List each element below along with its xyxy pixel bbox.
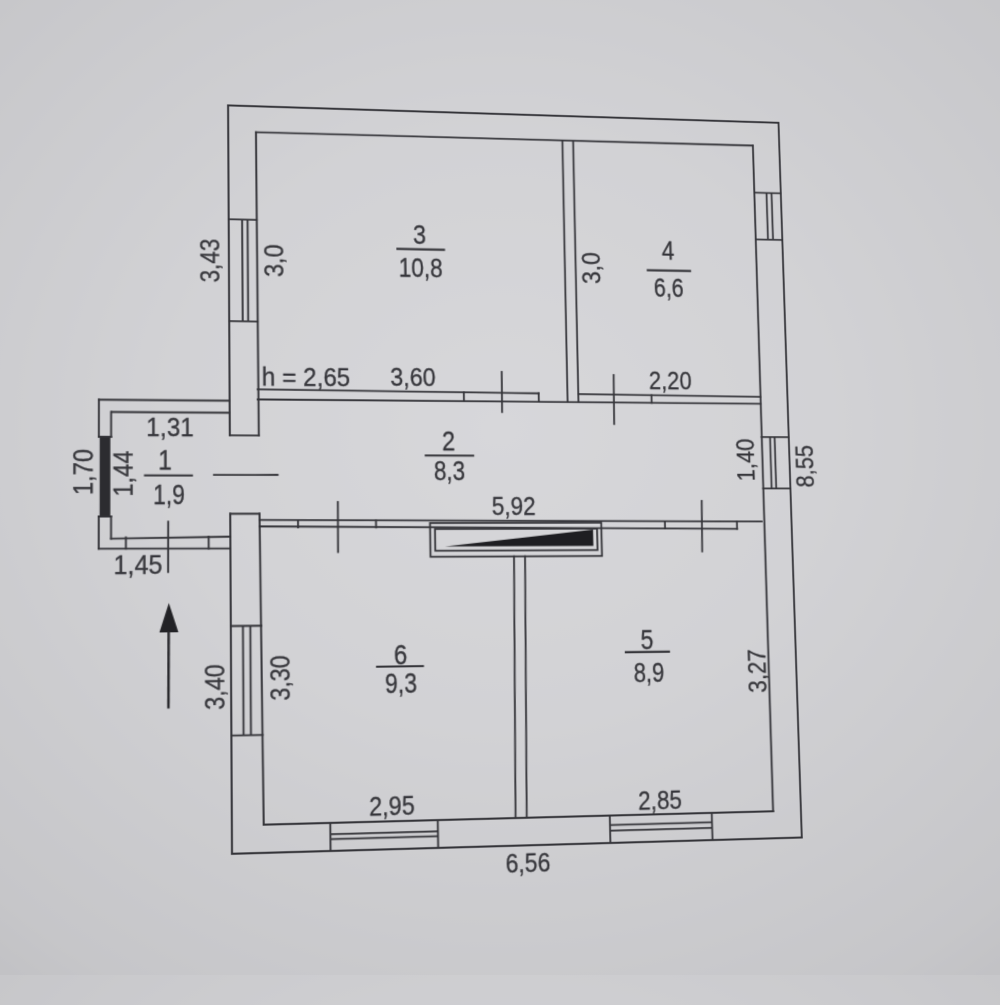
svg-text:3,27: 3,27 xyxy=(742,649,772,693)
svg-text:3,30: 3,30 xyxy=(265,655,296,701)
svg-text:10,8: 10,8 xyxy=(398,252,443,283)
svg-text:8,3: 8,3 xyxy=(434,456,466,487)
svg-text:3,0: 3,0 xyxy=(259,244,289,277)
svg-text:2,85: 2,85 xyxy=(638,785,682,816)
svg-text:4: 4 xyxy=(661,236,674,266)
svg-text:1: 1 xyxy=(158,445,172,477)
svg-text:8,9: 8,9 xyxy=(633,658,664,690)
svg-text:1,44: 1,44 xyxy=(108,450,139,496)
svg-text:6,6: 6,6 xyxy=(653,274,684,304)
svg-text:3,60: 3,60 xyxy=(390,362,436,391)
svg-text:2,95: 2,95 xyxy=(369,791,415,822)
svg-text:1,70: 1,70 xyxy=(67,449,98,495)
svg-text:8,55: 8,55 xyxy=(790,445,819,487)
svg-text:2,20: 2,20 xyxy=(649,366,692,395)
svg-text:h = 2,65: h = 2,65 xyxy=(262,362,351,392)
svg-text:6: 6 xyxy=(394,640,408,672)
svg-text:9,3: 9,3 xyxy=(385,668,417,700)
svg-text:3,0: 3,0 xyxy=(577,252,606,284)
svg-text:6,56: 6,56 xyxy=(505,848,550,879)
svg-text:3,43: 3,43 xyxy=(195,238,226,282)
svg-text:1,9: 1,9 xyxy=(153,479,185,511)
svg-text:1,31: 1,31 xyxy=(146,412,194,442)
svg-text:1,40: 1,40 xyxy=(731,439,760,482)
svg-text:5: 5 xyxy=(640,625,654,656)
svg-text:5,92: 5,92 xyxy=(491,491,536,520)
svg-text:3: 3 xyxy=(413,220,426,251)
svg-text:1,45: 1,45 xyxy=(113,550,162,580)
svg-text:3,40: 3,40 xyxy=(199,664,230,710)
svg-text:2: 2 xyxy=(442,426,456,457)
